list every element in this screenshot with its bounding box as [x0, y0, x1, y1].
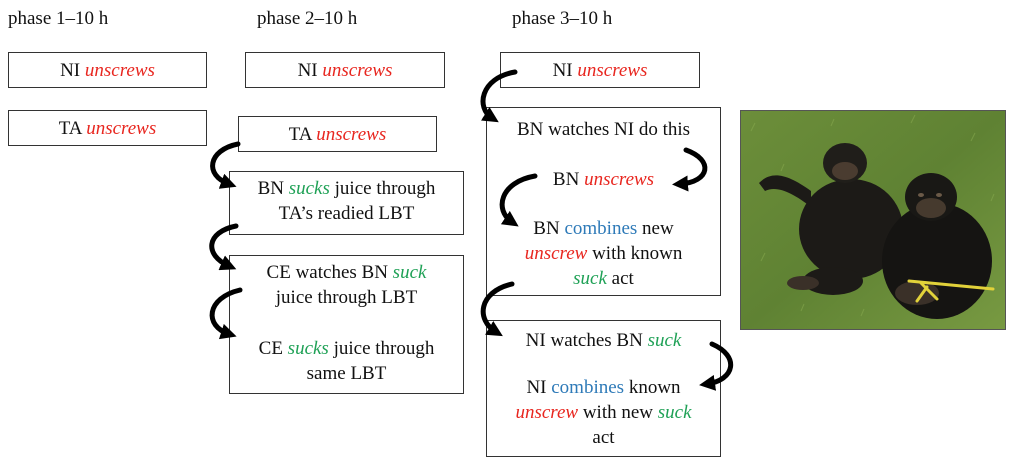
chimpanzee-photo	[740, 110, 1006, 330]
actor-ni: NI	[526, 377, 547, 398]
phase3-ni-box: NI watches BN suck NI combines known uns…	[486, 320, 721, 457]
unscrews-word: unscrews	[322, 60, 393, 81]
actor-bn: BN	[257, 178, 284, 199]
actor-ni: NI	[297, 60, 318, 81]
text: act	[592, 427, 615, 448]
phase-1-label: phase 1–10 h	[8, 8, 109, 29]
unscrews-word: unscrews	[84, 60, 155, 81]
actor-bn: BN	[533, 218, 560, 239]
unscrews-word: unscrews	[584, 169, 655, 190]
actor-bn: BN	[552, 169, 580, 190]
suck-word: suck	[657, 402, 692, 423]
arrow-watch-to-bn-unscrew	[672, 147, 708, 192]
phase2-ni-unscrews-box: NI unscrews	[245, 52, 445, 88]
phase2-ta-unscrews-box: TA unscrews	[238, 116, 437, 152]
combines-word: combines	[564, 218, 638, 239]
actor-ta: TA	[288, 124, 312, 145]
suck-word: suck	[647, 330, 682, 351]
phase-3-label: phase 3–10 h	[512, 8, 613, 29]
combines-word: combines	[551, 377, 625, 398]
text: same LBT	[306, 363, 387, 384]
arrow-ni-to-bn-watches	[480, 69, 518, 123]
phase2-bn-sucks-box: BN sucks juice through TA’s readied LBT	[229, 171, 464, 235]
suck-word: suck	[573, 268, 607, 289]
actor-ni: NI	[60, 60, 81, 81]
arrow-bn-unscrew-to-combine	[499, 173, 538, 227]
arrow-ni-watch-to-ni-combine	[699, 341, 733, 391]
unscrew-word: unscrew	[524, 243, 588, 264]
text: BN watches NI do this	[516, 119, 691, 140]
phase1-ta-unscrews-box: TA unscrews	[8, 110, 207, 146]
actor-ta: TA	[58, 118, 82, 139]
text: known	[628, 377, 681, 398]
chimpanzee-image	[741, 111, 1005, 329]
actor-ni: NI	[552, 60, 573, 81]
sucks-word: sucks	[288, 178, 330, 199]
arrow-bn-to-ce	[209, 223, 239, 271]
unscrews-word: unscrews	[86, 118, 157, 139]
text: juice through LBT	[275, 287, 418, 308]
actor-ce: CE	[258, 338, 283, 359]
text: juice through	[333, 338, 435, 359]
sucks-word: sucks	[287, 338, 329, 359]
text: act	[611, 268, 634, 289]
unscrews-word: unscrews	[316, 124, 387, 145]
text: TA’s readied LBT	[278, 203, 415, 224]
unscrew-word: unscrew	[515, 402, 579, 423]
text: with known	[592, 243, 683, 264]
phase1-ni-unscrews-box: NI unscrews	[8, 52, 207, 88]
phase2-ce-box: CE watches BN suck juice through LBT CE …	[229, 255, 464, 394]
text: NI watches BN	[525, 330, 643, 351]
text: CE watches BN	[266, 262, 388, 283]
suck-word: suck	[392, 262, 427, 283]
arrow-ta-to-bn	[210, 141, 241, 189]
text: new	[642, 218, 674, 239]
phase-2-label: phase 2–10 h	[257, 8, 358, 29]
arrow-bn-combine-to-ni-watch	[480, 281, 515, 337]
phase3-bn-box: BN watches NI do this BN unscrews BN com…	[486, 107, 721, 296]
arrow-ce-watch-to-ce-suck	[209, 287, 243, 340]
phase3-ni-unscrews-box: NI unscrews	[500, 52, 700, 88]
text: with new	[582, 402, 654, 423]
text: juice through	[334, 178, 436, 199]
unscrews-word: unscrews	[577, 60, 648, 81]
